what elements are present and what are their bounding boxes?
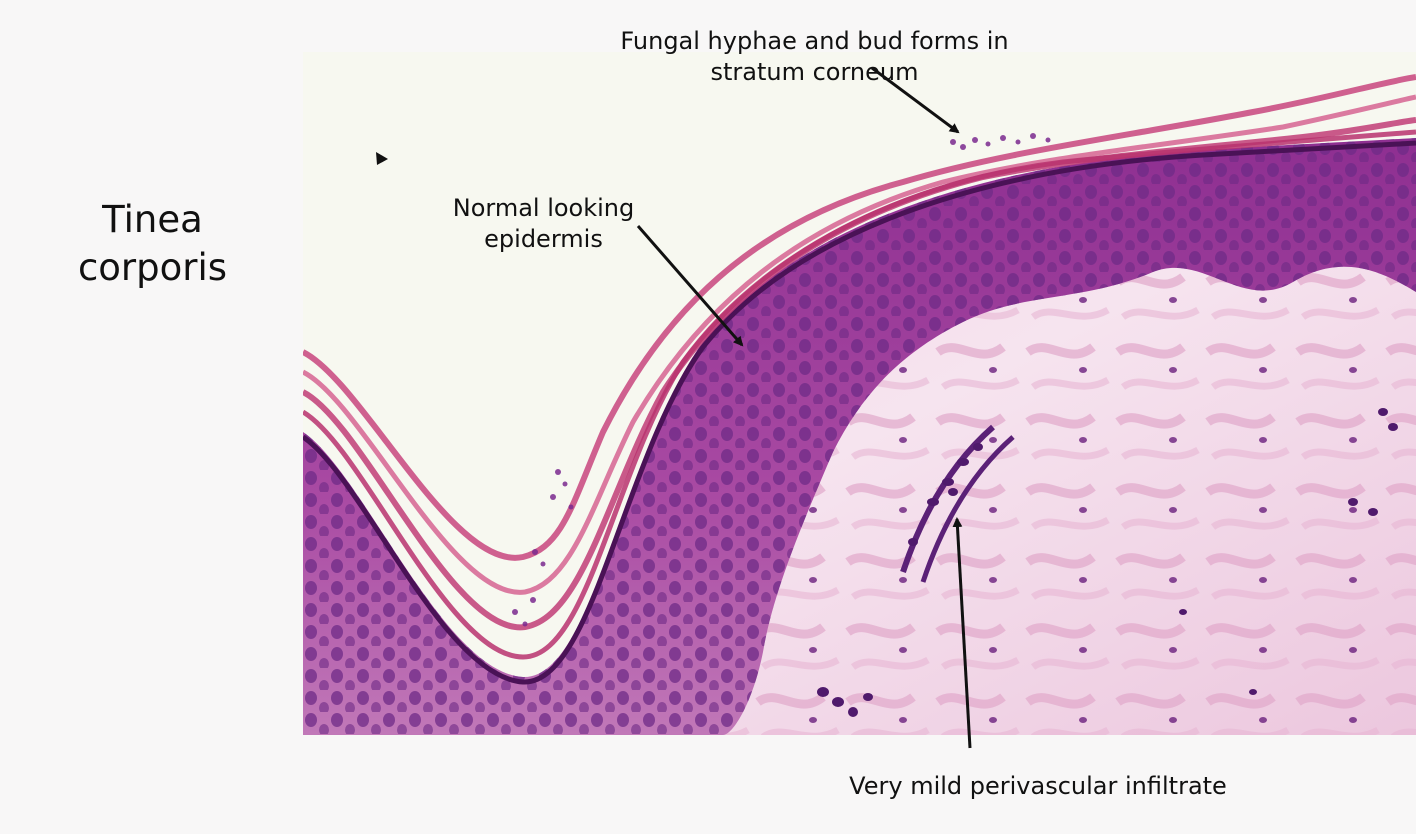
annotation-fungal-hyphae: Fungal hyphae and bud forms in stratum c… <box>592 26 1037 88</box>
micrograph-illustration <box>303 52 1416 735</box>
annotation-line: epidermis <box>484 225 603 253</box>
annotation-line: stratum corneum <box>710 58 919 86</box>
annotation-perivascular-infiltrate: Very mild perivascular infiltrate <box>822 771 1254 802</box>
annotation-line: Fungal hyphae and bud forms in <box>620 27 1009 55</box>
title-line-2: corporis <box>77 246 228 289</box>
annotation-line: Very mild perivascular infiltrate <box>849 772 1227 800</box>
annotation-line: Normal looking <box>452 194 635 222</box>
perivascular-vessel <box>817 408 1398 717</box>
histology-micrograph <box>303 52 1416 735</box>
fungal-elements <box>512 133 1051 627</box>
slide-title: Tinea corporis <box>40 196 265 292</box>
annotation-normal-epidermis: Normal looking epidermis <box>436 193 651 255</box>
title-line-1: Tinea <box>102 198 203 241</box>
